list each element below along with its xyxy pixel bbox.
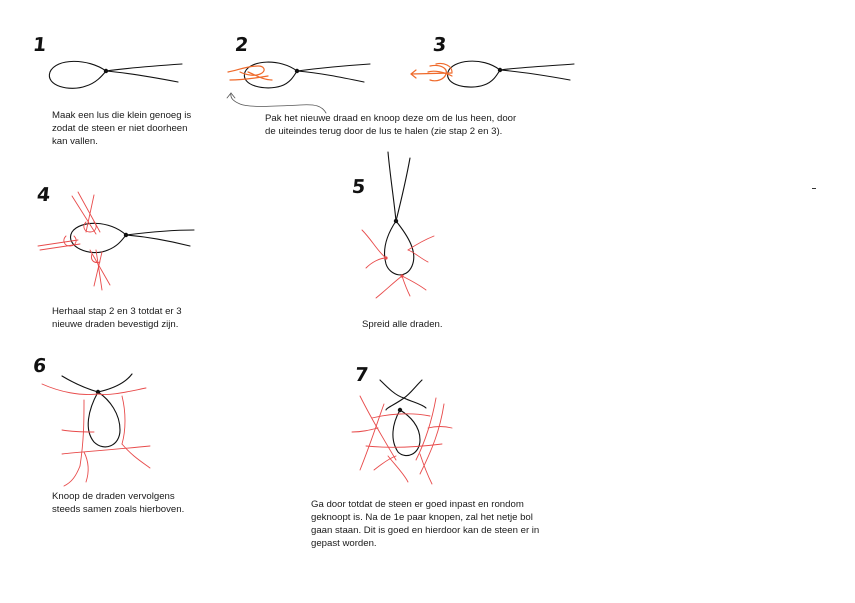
spread-threads <box>361 229 435 299</box>
step-1-caption: Maak een lus die klein genoeg is zodat d… <box>52 109 191 148</box>
net-threads <box>41 383 151 487</box>
caption-line: steeds samen zoals hierboven. <box>52 504 185 515</box>
step-4-caption: Herhaal stap 2 en 3 totdat er 3 nieuwe d… <box>52 305 182 331</box>
caption-line: gaan staan. Dit is goed en hierdoor kan … <box>311 525 540 536</box>
caption-line: Pak het nieuwe draad en knoop deze om de… <box>265 113 517 124</box>
step-6-caption: Knoop de draden vervolgens steeds samen … <box>52 490 184 516</box>
new-thread-wrapped <box>410 62 453 82</box>
caption-line: geknoopt is. Na de 1e paar knopen, zal h… <box>311 512 533 523</box>
caption-line: Herhaal stap 2 en 3 totdat er 3 <box>52 306 182 317</box>
caption-line: zodat de steen er niet doorheen <box>52 123 188 134</box>
stray-mark <box>812 188 816 189</box>
caption-line: Maak een lus die klein genoeg is <box>52 110 192 121</box>
step-5-caption: Spreid alle draden. <box>362 318 443 331</box>
caption-line: Spreid alle draden. <box>362 319 443 330</box>
caption-line: de uiteindes terug door de lus te halen … <box>265 126 503 137</box>
step-2-3-caption: Pak het nieuwe draad en knoop deze om de… <box>265 112 516 138</box>
caption-line: Knoop de draden vervolgens <box>52 491 175 502</box>
loop-drawing <box>48 60 183 89</box>
caption-line: gepast worden. <box>311 538 377 549</box>
finished-net <box>351 395 453 485</box>
knot-dot <box>103 68 109 74</box>
caption-line: kan vallen. <box>52 136 98 147</box>
new-thread-orange <box>227 65 273 81</box>
three-new-threads <box>37 191 111 291</box>
caption-line: Ga door totdat de steen er goed inpast e… <box>311 499 524 510</box>
caption-line: nieuwe draden bevestigd zijn. <box>52 319 179 330</box>
arrow-line <box>230 92 327 114</box>
step-7-caption: Ga door totdat de steen er goed inpast e… <box>311 498 539 550</box>
